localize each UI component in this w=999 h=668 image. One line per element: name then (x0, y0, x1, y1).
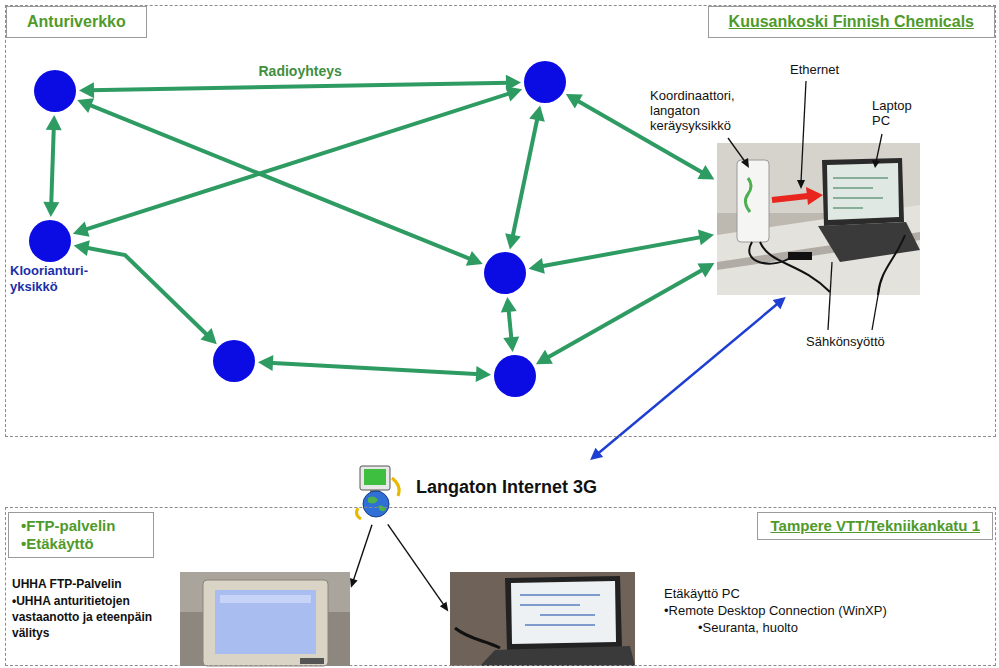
coordinator-photo (717, 143, 920, 295)
arrowhead (697, 263, 714, 277)
sensor-node (34, 70, 76, 112)
internet-link (350, 525, 372, 588)
arrowhead (73, 221, 90, 236)
region-title: •FTP-palvelin •Etäkäyttö (8, 512, 154, 558)
arrowhead (200, 328, 216, 344)
arrowhead (79, 82, 94, 98)
node-title: UHHA FTP-Palvelin (12, 576, 172, 592)
radio-link (529, 230, 714, 274)
arrowhead (505, 233, 521, 249)
arrowhead (536, 350, 553, 364)
arrowhead (566, 94, 583, 108)
sensor-node (213, 340, 255, 382)
arrowhead (505, 86, 522, 101)
arrowhead (466, 251, 483, 266)
arrowhead (77, 98, 94, 113)
edge-label: Radioyhteys (256, 62, 345, 80)
arrowhead (773, 297, 786, 309)
arrowhead (46, 115, 62, 130)
arrowhead (350, 578, 358, 588)
remote-pc-node: Etäkäyttö PC•Remote Desktop Connection (… (450, 572, 635, 665)
sensor-node (484, 252, 526, 294)
region-title: Anturiverkko (6, 6, 147, 38)
connector-line (512, 116, 538, 239)
callout-label: Koordinaattori, langaton keräysyksikkö (650, 88, 746, 133)
sensor-node: Kloorianturi-yksikkö (29, 220, 71, 262)
arrowhead (590, 448, 603, 460)
site-title: Tampere VTT/Tekniikankatu 1 (757, 512, 993, 540)
radio-link (505, 105, 545, 249)
connector-line (545, 268, 705, 359)
site-title: Kuusankoski Finnish Chemicals (708, 6, 995, 38)
connector-line (51, 125, 54, 206)
node-text: •Remote Desktop Connection (WinXP) (664, 603, 887, 619)
arrowhead (74, 240, 90, 256)
sensor-node (494, 355, 536, 397)
internet-icon (357, 466, 400, 519)
radio-link (43, 115, 61, 217)
arrowhead (258, 355, 273, 371)
node-text: •Seuranta, huolto (698, 620, 798, 636)
callout-label: Laptop PC (872, 98, 924, 128)
connector-line (268, 363, 480, 374)
connector-line (83, 93, 512, 231)
remote-region: •FTP-palvelin •Etäkäyttö Tampere VTT/Tekn… (5, 507, 996, 666)
arrowhead (697, 165, 714, 179)
internet-node: Langaton Internet 3G (352, 462, 614, 522)
arrowhead (529, 105, 545, 121)
internet-label: Langaton Internet 3G (416, 476, 597, 498)
connector-line (87, 104, 473, 260)
arrowhead (698, 230, 714, 246)
arrowhead (476, 366, 491, 382)
node-text: •UHHA anturitietojen vastaanotto ja etee… (12, 593, 162, 641)
radio-link (501, 297, 519, 352)
arrowhead (440, 602, 448, 612)
coordinator-node (717, 143, 920, 295)
connector-line (597, 302, 780, 454)
connector-line (89, 83, 510, 91)
arrowhead (501, 297, 517, 313)
arrowhead (503, 336, 519, 352)
leader-line (728, 81, 882, 330)
connector-line (388, 524, 445, 606)
connector-line (508, 307, 511, 341)
callout-label: Ethernet (790, 62, 839, 77)
connector-line (353, 525, 372, 582)
connector-line (84, 247, 209, 337)
site-region: Anturiverkko Kuusankoski Finnish Chemical… (5, 5, 996, 437)
radio-link (73, 86, 522, 236)
callout-label: Sähkönsyöttö (806, 334, 885, 349)
leader-arrowhead (741, 158, 880, 189)
remote-pc-photo (450, 572, 635, 666)
arrowhead (529, 258, 545, 274)
radio-link (258, 355, 491, 382)
connector-line (539, 237, 704, 267)
sensor-node (524, 61, 566, 103)
arrowhead (43, 202, 59, 217)
node-title: Etäkäyttö PC (664, 586, 740, 602)
ftp-server-photo (180, 572, 350, 666)
3g-link (590, 297, 786, 460)
radio-link (74, 240, 217, 344)
sensor-label: Kloorianturi-yksikkö (10, 263, 110, 295)
ftp-server-node: UHHA FTP-Palvelin•UHHA anturitietojen va… (180, 572, 350, 665)
radio-link (536, 263, 715, 364)
internet-link (388, 524, 449, 611)
